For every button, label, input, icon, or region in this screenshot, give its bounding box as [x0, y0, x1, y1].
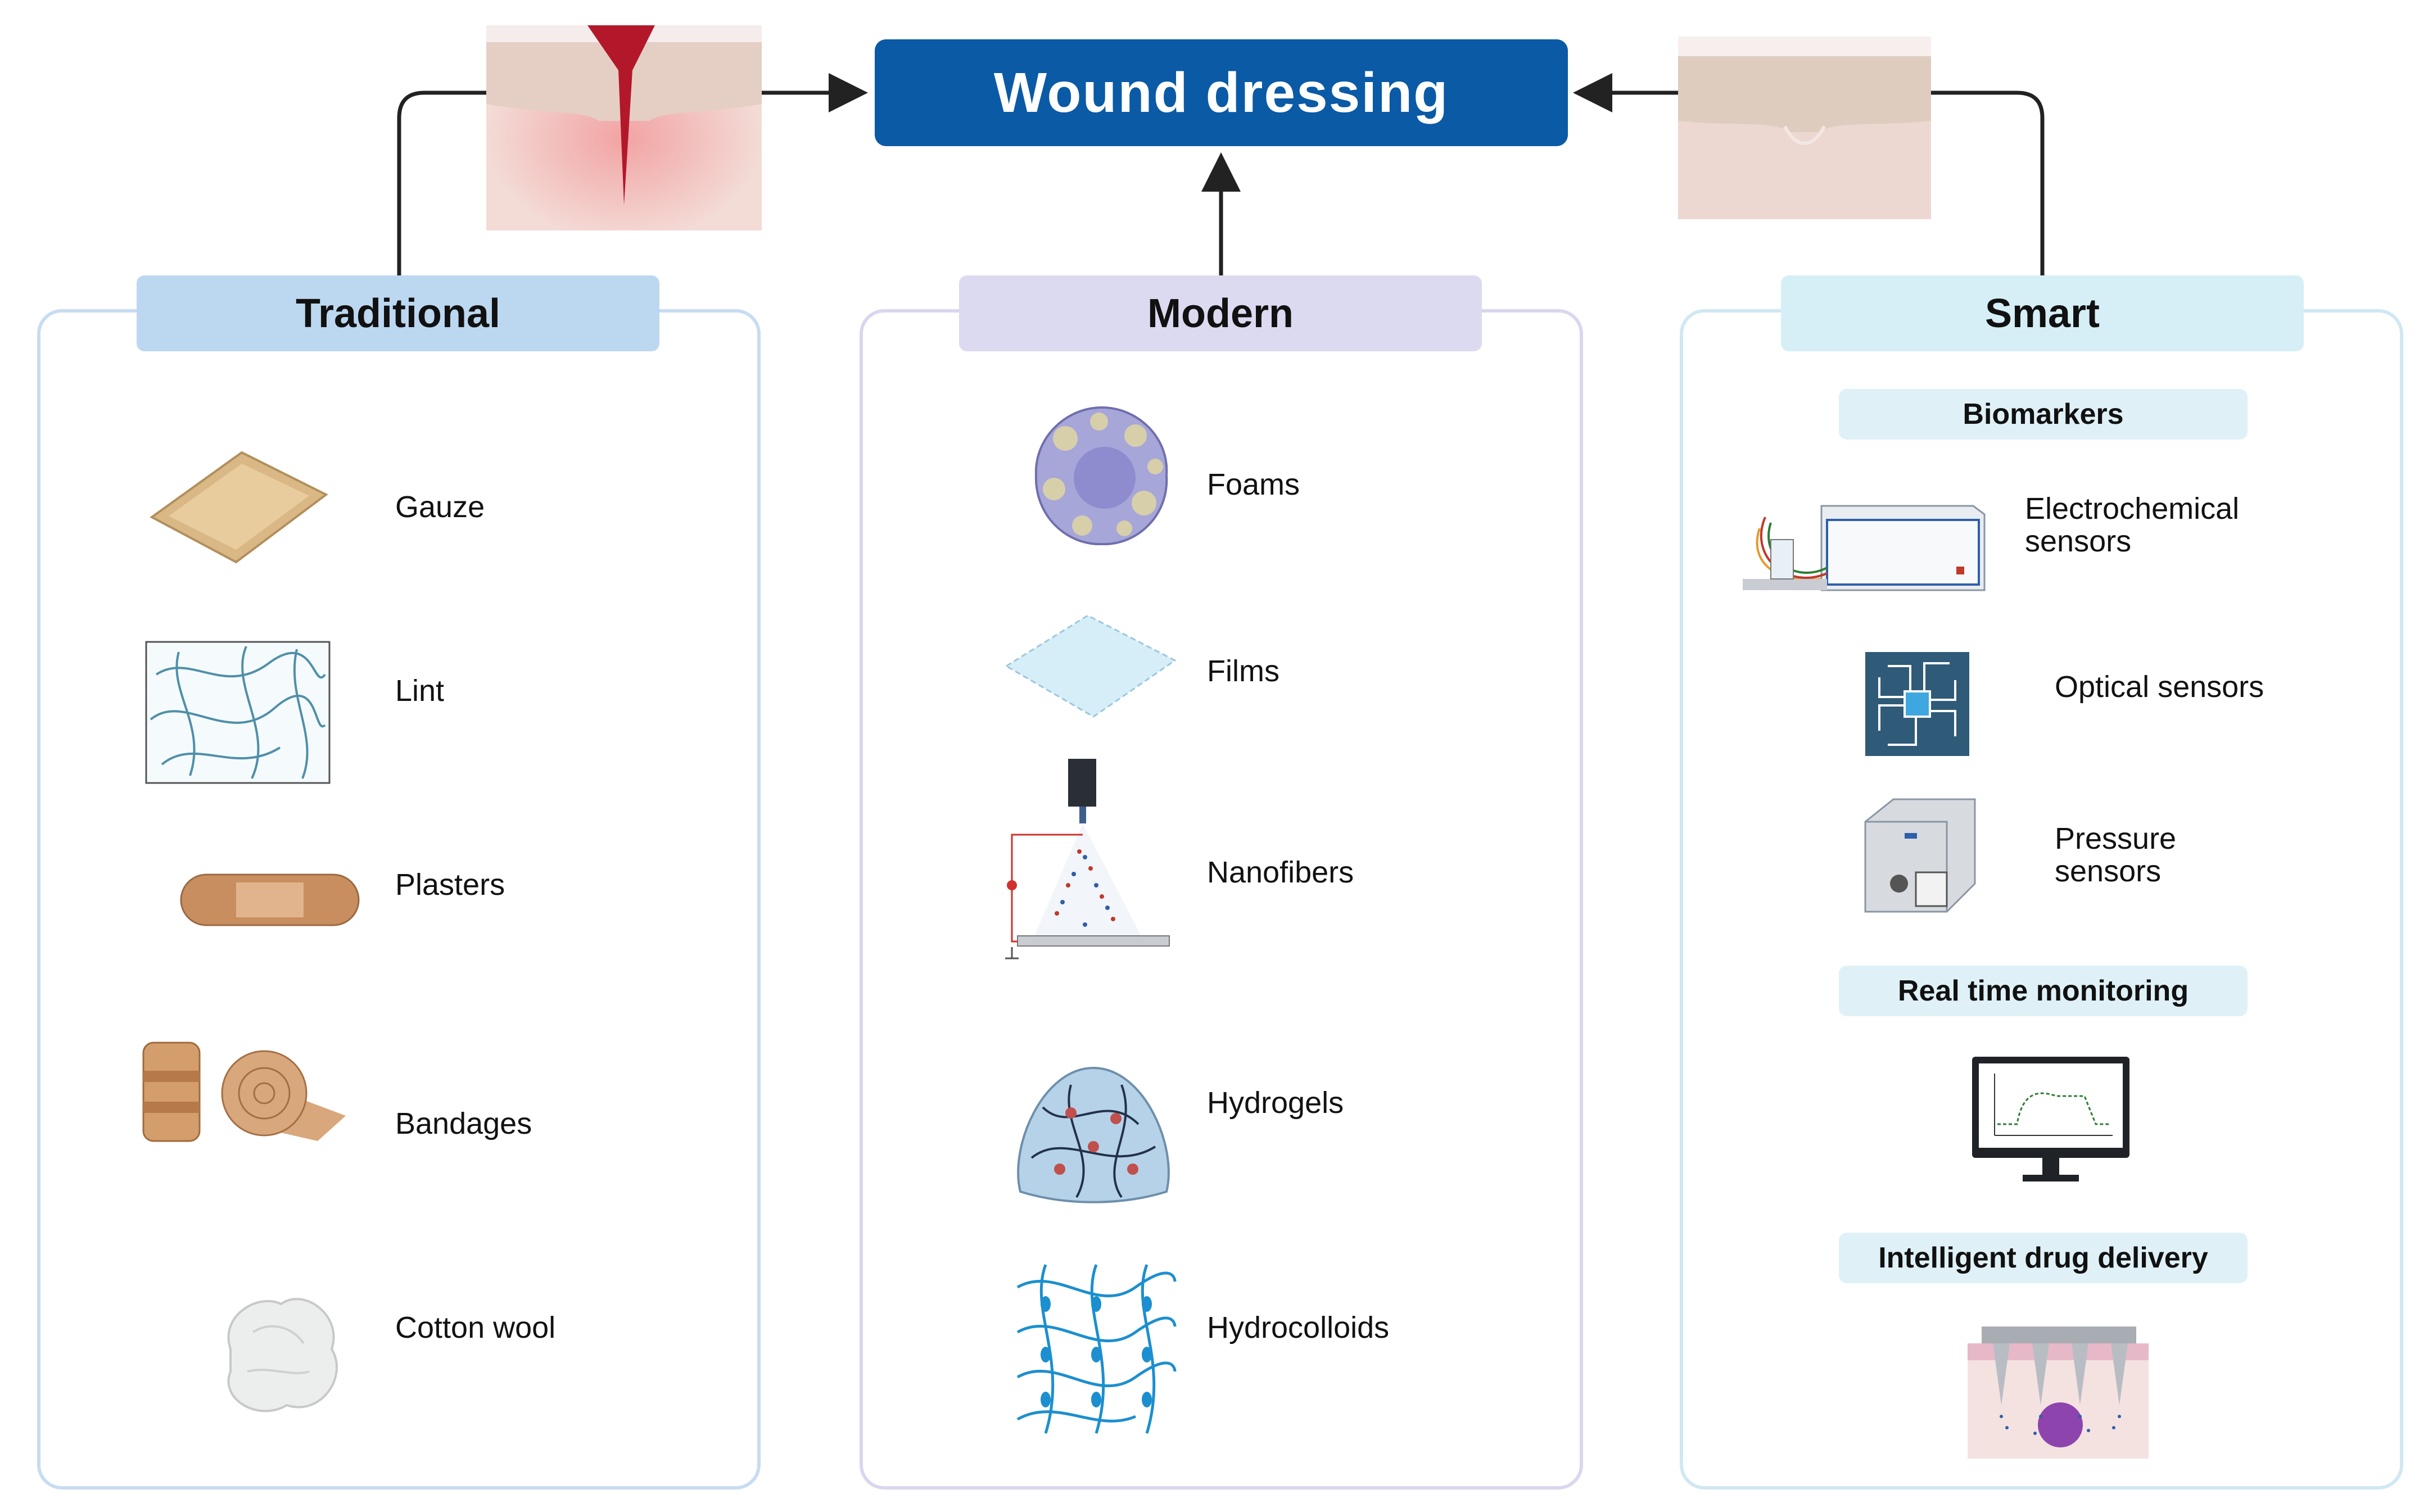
lint-icon [145, 641, 331, 784]
smart-sensor-electrochemical: Electrochemical sensors [2025, 492, 2261, 558]
cotton-wool-icon [227, 1298, 338, 1413]
healed-skin-icon [1678, 37, 1931, 219]
real-time-monitoring-header: Real time monitoring [1839, 966, 2248, 1016]
biomarkers-header: Biomarkers [1839, 389, 2248, 440]
traditional-item-bandages: Bandages [395, 1107, 532, 1140]
smart-sensor-optical: Optical sensors [2055, 670, 2264, 704]
smart-sensor-pressure: Pressure sensors [2055, 822, 2190, 888]
plaster-icon [180, 873, 360, 926]
page-title: Wound dressing [875, 39, 1568, 146]
hydrogel-icon [1017, 1066, 1170, 1203]
smart-header: Smart [1781, 275, 2304, 351]
wound-icon [486, 25, 762, 230]
electrospinning-icon [1005, 759, 1170, 959]
monitor-icon [1972, 1057, 2129, 1181]
pump-icon [1864, 798, 1976, 913]
foam-icon [1034, 406, 1168, 546]
traditional-panel [37, 309, 761, 1490]
modern-item-hydrogels: Hydrogels [1207, 1086, 1344, 1120]
traditional-item-lint: Lint [395, 674, 445, 708]
modern-panel [860, 309, 1583, 1490]
traditional-item-gauze: Gauze [395, 490, 485, 524]
modern-item-hydrocolloids: Hydrocolloids [1207, 1311, 1390, 1344]
film-icon [1005, 614, 1177, 718]
traditional-connector [397, 90, 486, 275]
chip-icon [1865, 652, 1969, 756]
electrochemical-sensors-label: Electrochemical sensors [2025, 492, 2240, 558]
modern-item-nanofibers: Nanofibers [1207, 855, 1354, 889]
intelligent-drug-delivery-header: Intelligent drug delivery [1839, 1233, 2248, 1283]
gauze-icon [150, 451, 328, 564]
traditional-header: Traditional [137, 275, 659, 351]
potentiostat-icon [1743, 505, 1986, 591]
hydrocolloid-icon [1016, 1264, 1177, 1434]
pressure-sensors-label: Pressure sensors [2055, 822, 2177, 888]
modern-item-foams: Foams [1207, 468, 1300, 501]
smart-panel [1680, 309, 2403, 1490]
modern-item-films: Films [1207, 654, 1279, 688]
bandage-icon [142, 1042, 346, 1142]
modern-header: Modern [959, 275, 1482, 351]
traditional-item-cotton-wool: Cotton wool [395, 1311, 556, 1344]
microneedle-icon [1968, 1327, 2149, 1459]
traditional-item-plasters: Plasters [395, 868, 505, 902]
smart-connector [1931, 90, 2045, 275]
